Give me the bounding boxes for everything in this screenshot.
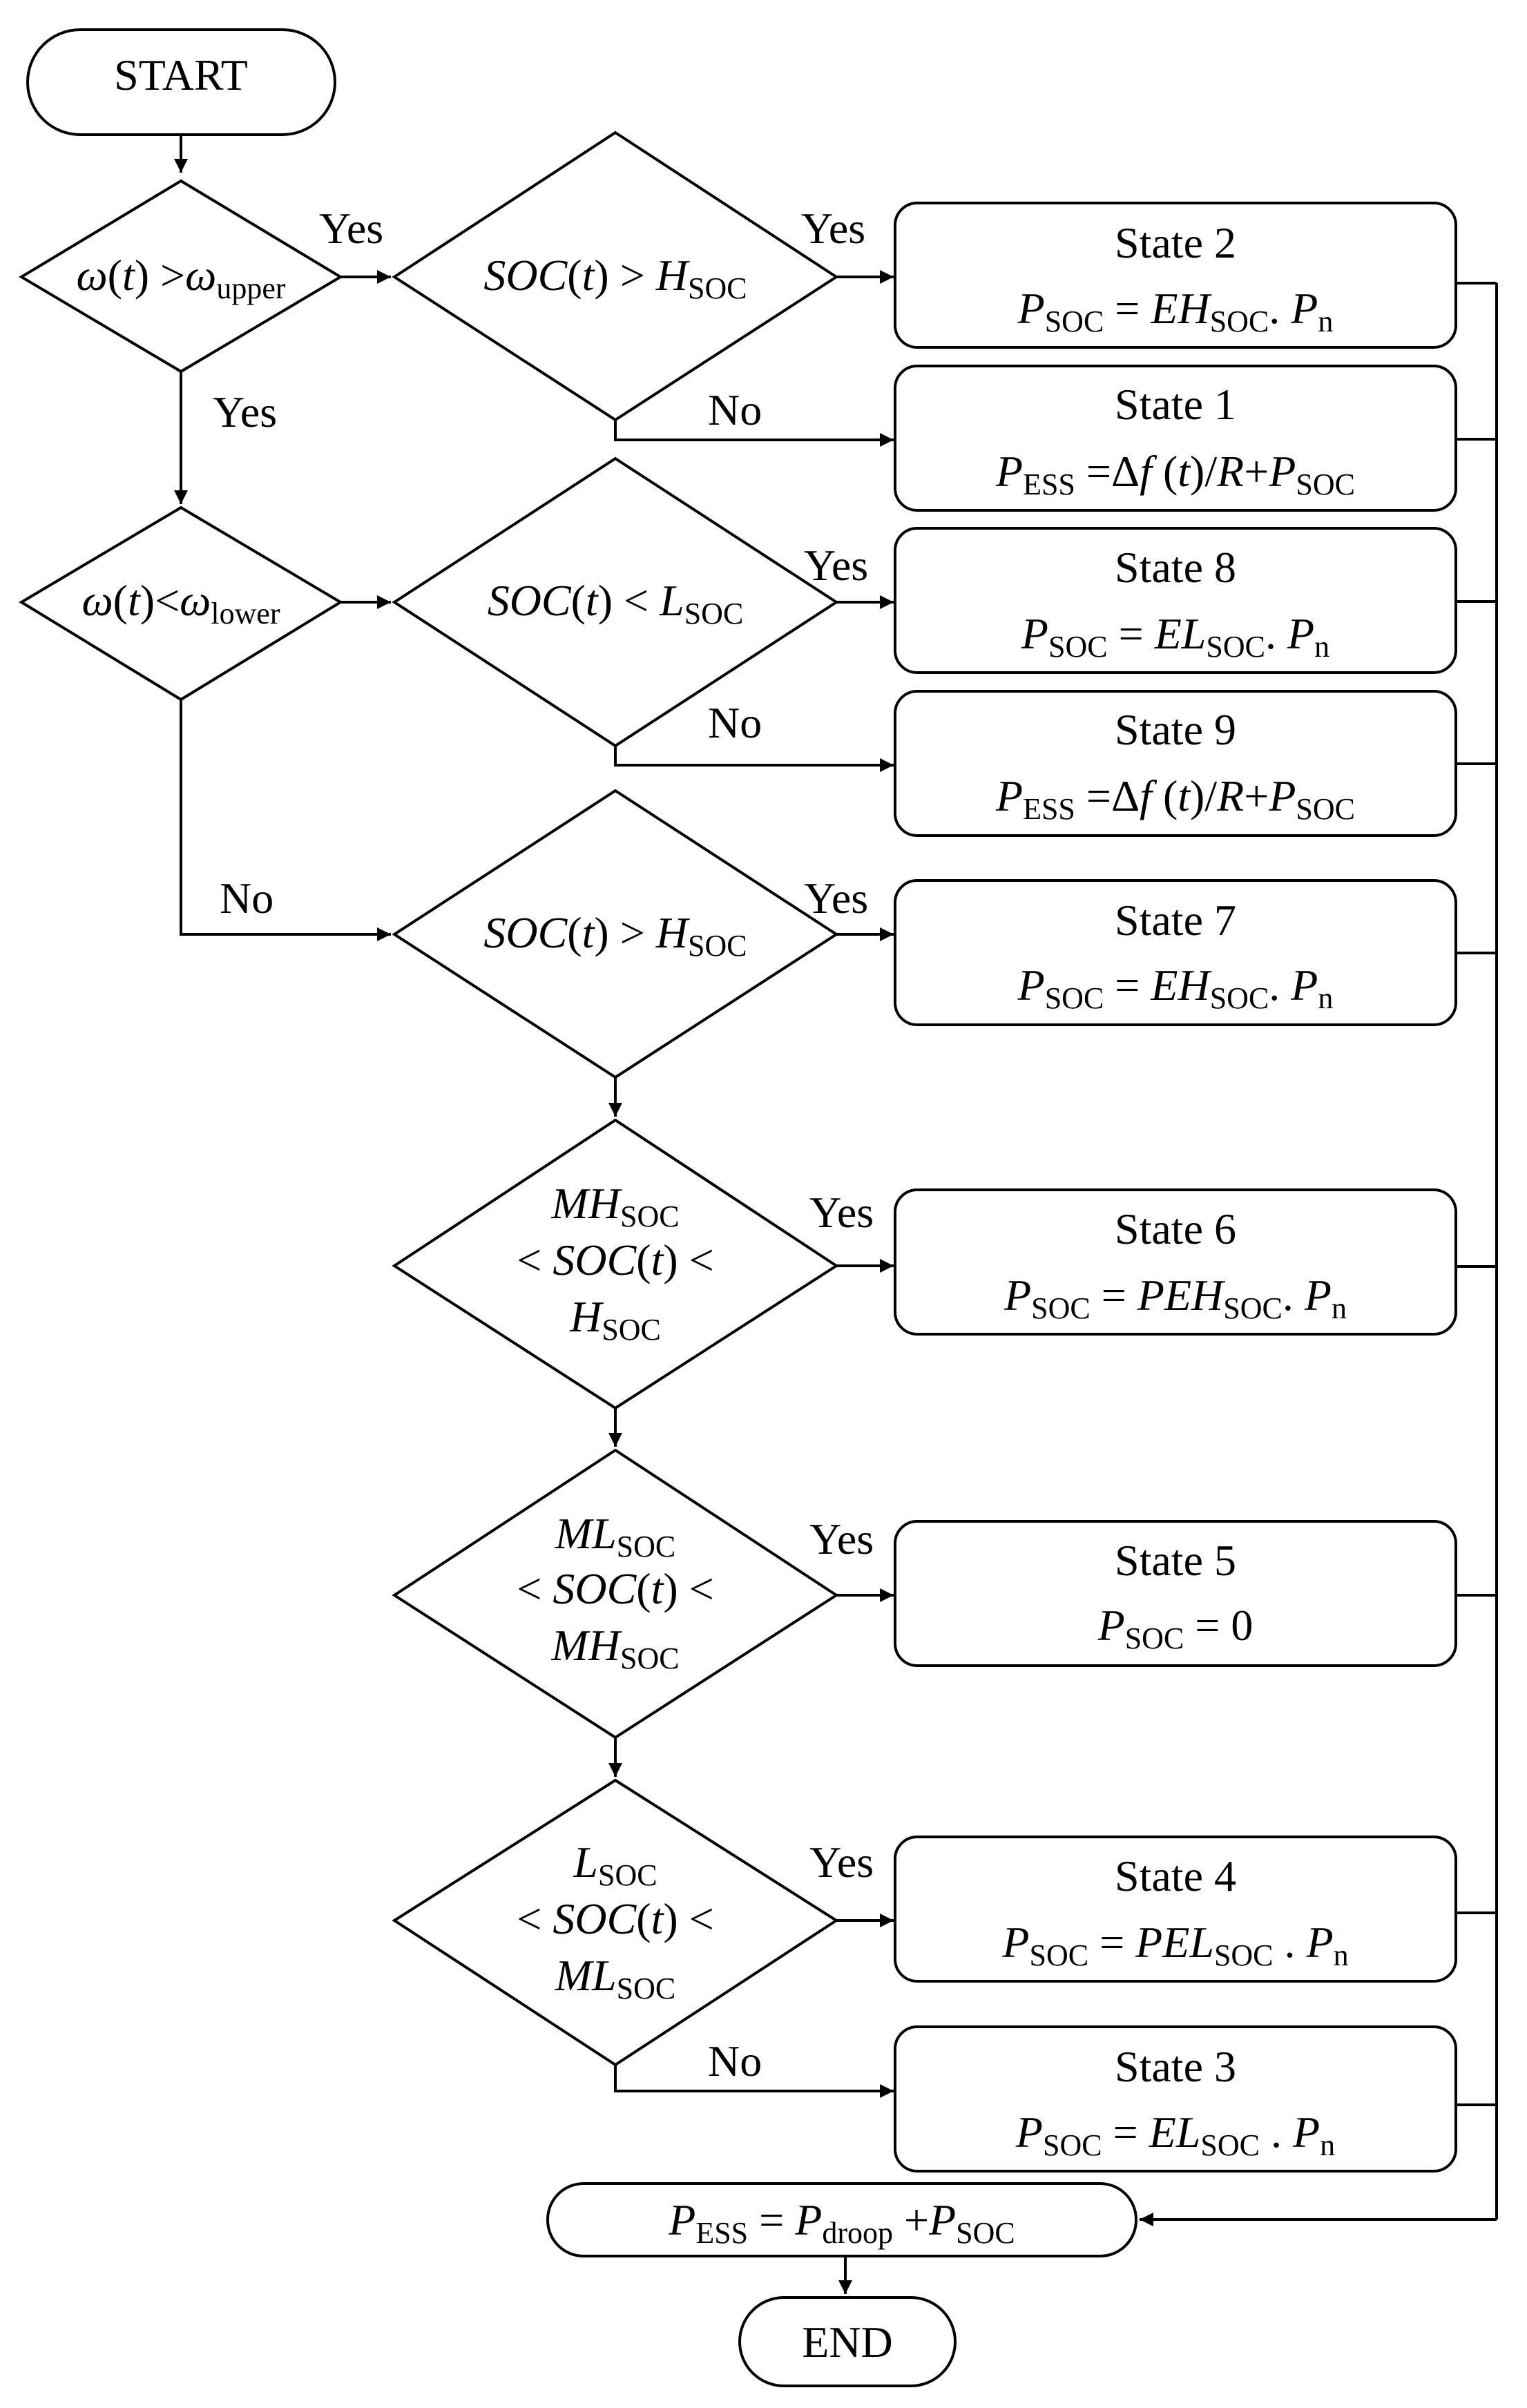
yes-label-state6: Yes xyxy=(809,1188,874,1237)
svg-text:MHSOC: MHSOC xyxy=(550,1179,679,1233)
state-9-title: State 9 xyxy=(1115,705,1236,754)
state-3-title: State 3 xyxy=(1115,2042,1236,2091)
svg-text:SOC(t) < LSOC: SOC(t) < LSOC xyxy=(488,576,744,630)
decision-omega-lower: ω(t)<ωlower xyxy=(19,505,343,702)
svg-text:ω(t)<ωlower: ω(t)<ωlower xyxy=(81,576,280,630)
state-5-formula: PSOC = 0 xyxy=(1097,1601,1254,1655)
state-8-formula: PSOC = ELSOC. Pn xyxy=(1021,609,1329,664)
state-9-box: State 9 PESS =Δf (t)/R+PSOC xyxy=(894,690,1457,837)
yes-label-state8: Yes xyxy=(804,541,868,590)
final-output-box: PESS = Pdroop +PSOC xyxy=(546,2182,1137,2257)
state-1-formula: PESS =Δf (t)/R+PSOC xyxy=(995,447,1355,501)
flow-soc-high-to-state1 xyxy=(614,420,894,447)
connectors xyxy=(174,135,1498,2294)
yes-label-state4: Yes xyxy=(809,1838,874,1887)
decision-band-l-ml: LSOC < SOC(t) < MLSOC xyxy=(392,1778,839,2067)
state-6-formula: PSOC = PEHSOC. Pn xyxy=(1003,1271,1347,1325)
svg-text:< SOC(t) <: < SOC(t) < xyxy=(517,1235,714,1284)
no-label-state1: No xyxy=(708,385,762,434)
no-label-state3: No xyxy=(708,2036,762,2086)
svg-text:< SOC(t) <: < SOC(t) < xyxy=(517,1564,714,1613)
state-1-title: State 1 xyxy=(1115,380,1236,429)
start-terminal: START xyxy=(26,28,336,136)
state-4-box: State 4 PSOC = PELSOC . Pn xyxy=(894,1836,1457,1983)
svg-text:LSOC: LSOC xyxy=(573,1838,657,1892)
svg-text:HSOC: HSOC xyxy=(569,1292,661,1347)
state-8-box: State 8 PSOC = ELSOC. Pn xyxy=(894,527,1457,674)
yes-label-state7: Yes xyxy=(804,874,868,923)
svg-text:MLSOC: MLSOC xyxy=(555,1951,676,2005)
svg-text:ω(t) >ωupper: ω(t) >ωupper xyxy=(76,251,285,305)
flow-omega-lower-to-soc-high-2 xyxy=(180,700,391,941)
yes-label-state5: Yes xyxy=(809,1514,874,1563)
svg-text:< SOC(t) <: < SOC(t) < xyxy=(517,1894,714,1943)
svg-text:MLSOC: MLSOC xyxy=(555,1509,676,1563)
state-4-formula: PSOC = PELSOC . Pn xyxy=(1001,1918,1348,1972)
flow-soc-low-to-state9 xyxy=(614,746,894,772)
start-label: START xyxy=(114,50,248,99)
state-7-title: State 7 xyxy=(1115,896,1236,945)
no-label-state9: No xyxy=(708,698,762,747)
final-formula: PESS = Pdroop +PSOC xyxy=(668,2195,1015,2250)
state-3-formula: PSOC = ELSOC . Pn xyxy=(1015,2108,1335,2162)
yes-label-omega-upper-down: Yes xyxy=(213,387,277,436)
decision-omega-upper: ω(t) >ωupper xyxy=(19,179,343,374)
end-terminal: END xyxy=(738,2296,957,2387)
decision-soc-high-2: SOC(t) > HSOC xyxy=(392,789,839,1079)
decision-soc-low: SOC(t) < LSOC xyxy=(392,456,839,748)
yes-label-state2: Yes xyxy=(801,204,865,253)
state-7-formula: PSOC = EHSOC. Pn xyxy=(1017,961,1334,1015)
flow-band-l-ml-to-state3 xyxy=(614,2065,894,2098)
decision-band-mh-h: MHSOC < SOC(t) < HSOC xyxy=(392,1118,839,1410)
end-label: END xyxy=(802,2318,893,2367)
state-4-title: State 4 xyxy=(1115,1851,1236,1900)
state-2-title: State 2 xyxy=(1115,218,1236,267)
state-6-box: State 6 PSOC = PEHSOC. Pn xyxy=(894,1188,1457,1336)
state-2-formula: PSOC = EHSOC. Pn xyxy=(1017,284,1334,338)
state-5-title: State 5 xyxy=(1115,1536,1236,1585)
state-1-box: State 1 PESS =Δf (t)/R+PSOC xyxy=(894,365,1457,512)
svg-text:SOC(t) > HSOC: SOC(t) > HSOC xyxy=(483,908,747,963)
decision-band-ml-mh: MLSOC < SOC(t) < MHSOC xyxy=(392,1448,839,1740)
state-3-box: State 3 PSOC = ELSOC . Pn xyxy=(894,2025,1457,2173)
decision-soc-high-1: SOC(t) > HSOC xyxy=(392,131,839,422)
state-2-box: State 2 PSOC = EHSOC. Pn xyxy=(894,202,1457,349)
svg-text:SOC(t) > HSOC: SOC(t) > HSOC xyxy=(483,251,747,305)
no-label-omega-lower: No xyxy=(220,874,273,923)
branch-labels: Yes Yes Yes No Yes No No Yes Yes Yes Yes… xyxy=(213,204,874,2086)
yes-label-omega-upper-right: Yes xyxy=(319,204,383,253)
state-5-box: State 5 PSOC = 0 xyxy=(894,1520,1457,1667)
state-8-title: State 8 xyxy=(1115,543,1236,592)
state-7-box: State 7 PSOC = EHSOC. Pn xyxy=(894,879,1457,1026)
state-9-formula: PESS =Δf (t)/R+PSOC xyxy=(995,771,1355,826)
state-6-title: State 6 xyxy=(1115,1204,1236,1253)
svg-text:MHSOC: MHSOC xyxy=(550,1621,679,1675)
